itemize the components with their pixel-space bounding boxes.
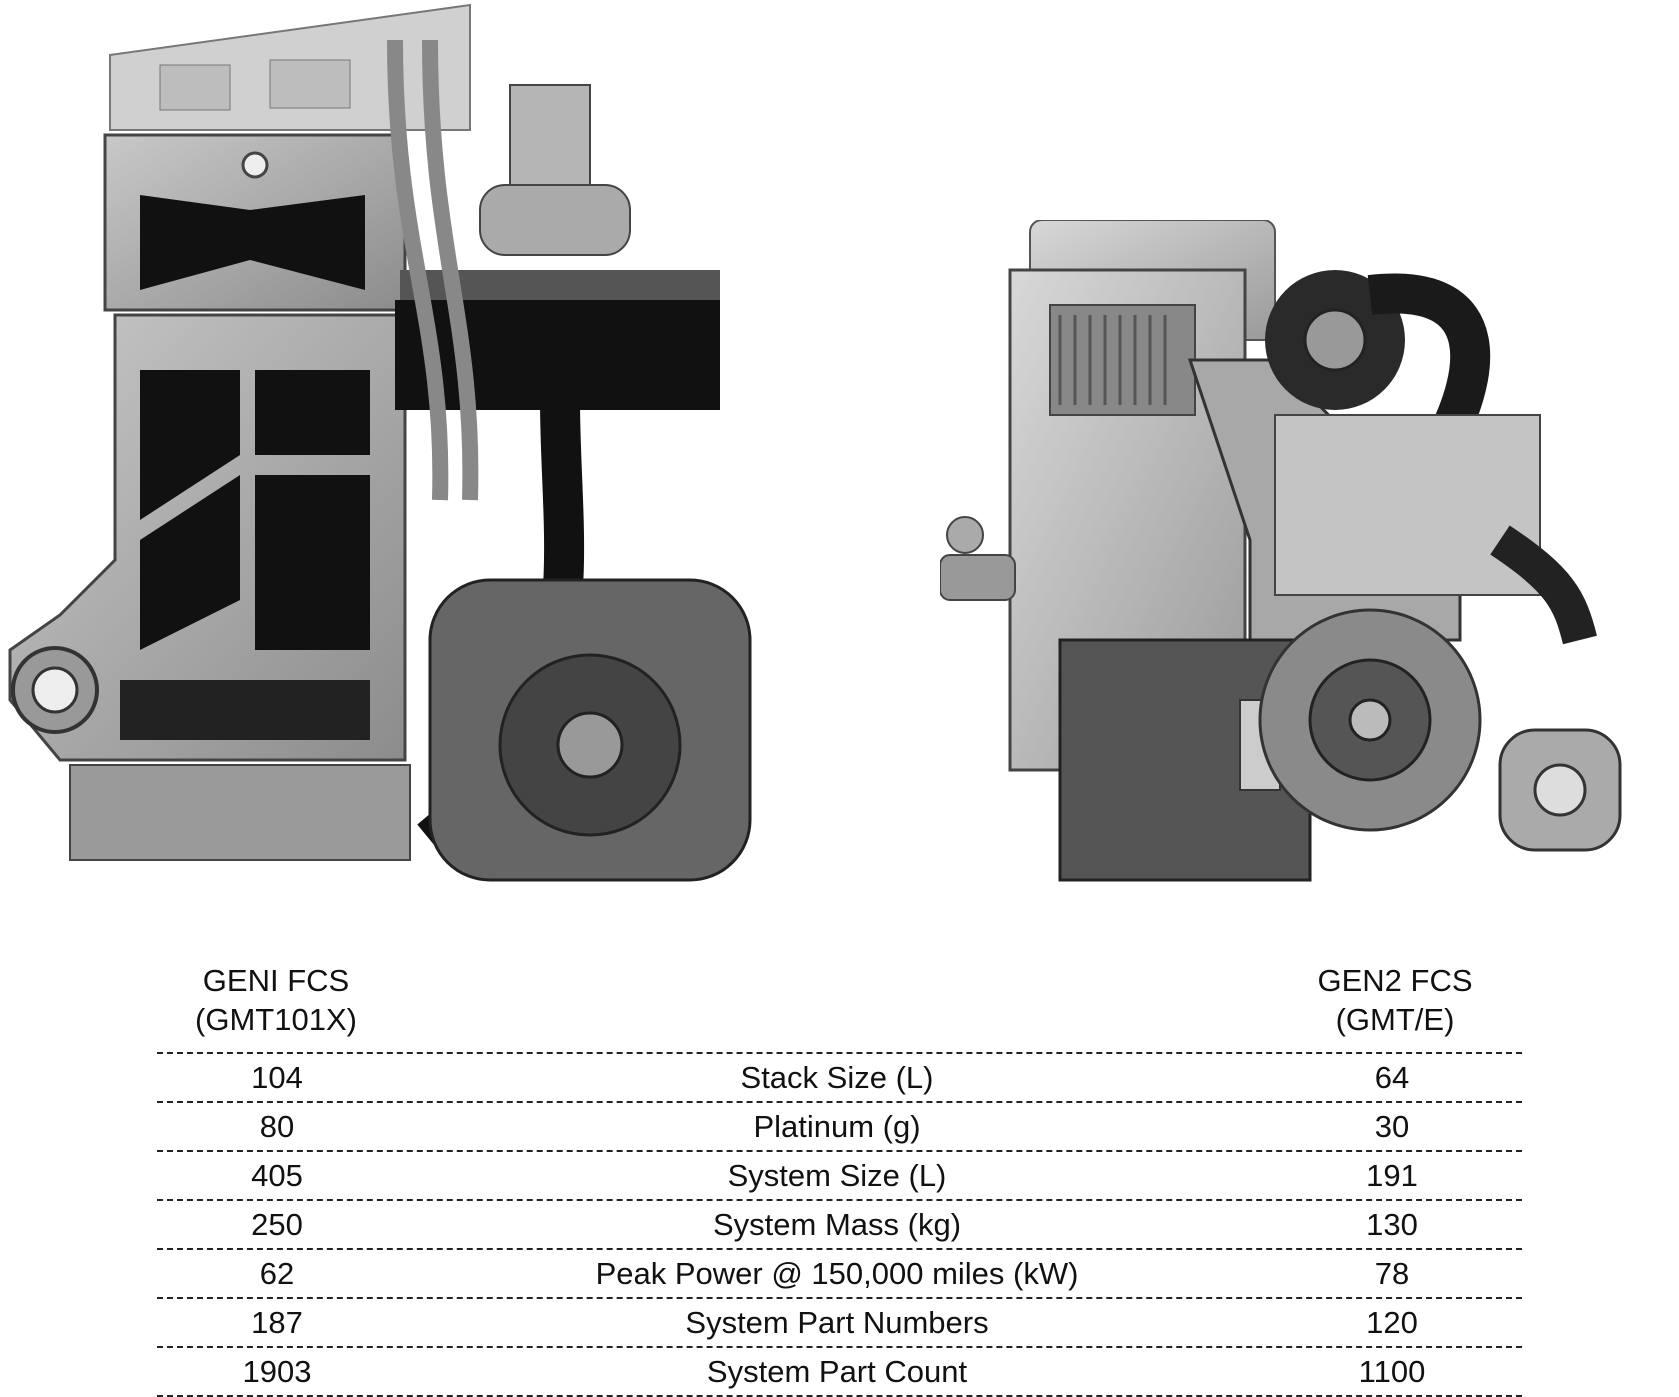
gen1-value: 62 — [259, 1256, 295, 1291]
spec-label: Stack Size (L) — [740, 1060, 934, 1095]
gen2-value: 64 — [1374, 1060, 1410, 1095]
gen2-header-code: (GMT/E) — [1335, 1002, 1455, 1037]
gen2-value: 130 — [1366, 1207, 1418, 1242]
gen1-value: 250 — [251, 1207, 303, 1242]
spec-label: System Mass (kg) — [712, 1207, 962, 1242]
gen2-system-image — [940, 220, 1622, 882]
gen2-value: 191 — [1366, 1158, 1418, 1193]
gen1-system-image — [8, 3, 752, 882]
spec-label: System Size (L) — [727, 1158, 947, 1193]
table-row: 187 System Part Numbers 120 — [157, 1299, 1522, 1348]
gen1-header-code: (GMT101X) — [195, 1002, 357, 1037]
spec-label: Platinum (g) — [753, 1109, 921, 1144]
gen1-value: 80 — [259, 1109, 295, 1144]
gen2-header-name: GEN2 FCS — [1317, 963, 1473, 998]
gen2-value: 1100 — [1358, 1354, 1426, 1389]
gen2-value: 30 — [1374, 1109, 1410, 1144]
gen1-header-name: GENI FCS — [202, 963, 350, 998]
gen1-value: 187 — [251, 1305, 303, 1340]
gen2-value: 78 — [1374, 1256, 1410, 1291]
gen1-value: 405 — [251, 1158, 303, 1193]
gen2-value: 120 — [1366, 1305, 1418, 1340]
table-row: 80 Platinum (g) 30 — [157, 1103, 1522, 1152]
gen1-value: 104 — [251, 1060, 303, 1095]
spec-label: Peak Power @ 150,000 miles (kW) — [595, 1256, 1079, 1291]
gen2-header: GEN2 FCS (GMT/E) — [1215, 961, 1575, 1039]
spec-label: System Part Numbers — [685, 1305, 989, 1340]
gen1-value: 1903 — [242, 1354, 312, 1389]
table-row: 104 Stack Size (L) 64 — [157, 1054, 1522, 1103]
table-row: 250 System Mass (kg) 130 — [157, 1201, 1522, 1250]
table-row: 405 System Size (L) 191 — [157, 1152, 1522, 1201]
spec-comparison-table: 104 Stack Size (L) 64 80 Platinum (g) 30… — [157, 1052, 1522, 1397]
table-row: 62 Peak Power @ 150,000 miles (kW) 78 — [157, 1250, 1522, 1299]
spec-label: System Part Count — [706, 1354, 968, 1389]
gen1-header: GENI FCS (GMT101X) — [96, 961, 456, 1039]
table-row: 1903 System Part Count 1100 — [157, 1348, 1522, 1397]
